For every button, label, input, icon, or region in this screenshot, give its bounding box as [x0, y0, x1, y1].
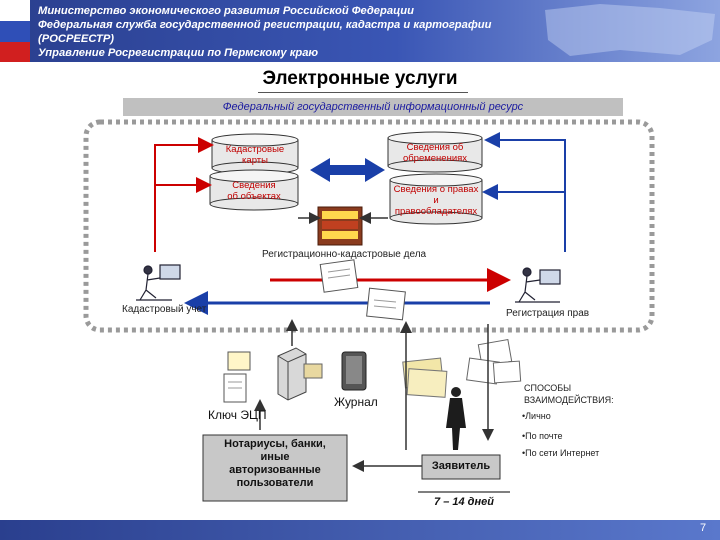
- blue-link-rights-encumbrances: [484, 132, 566, 252]
- server-icon: [277, 347, 323, 401]
- ways-item-personal: •Лично: [522, 411, 551, 421]
- encumbrances-line-2: обременениях: [402, 153, 468, 164]
- ecp-key-label: Ключ ЭЦП: [208, 408, 267, 422]
- header-bar: [0, 0, 720, 62]
- notaries-line-3: авторизованные: [229, 464, 321, 476]
- paper-stack-icon: [402, 357, 448, 398]
- red-link-cadastre-maps: [154, 137, 214, 252]
- notaries-line-2: иные: [260, 451, 290, 463]
- registration-files-label: Регистрационно-кадастровые дела: [262, 249, 427, 260]
- interaction-ways-title: СПОСОБЫ ВЗАИМОДЕЙСТВИЯ:: [524, 382, 614, 406]
- cadastral-maps-line-1: Кадастровые: [225, 144, 285, 155]
- rights-line-1: Сведения о правах: [393, 184, 479, 195]
- document-icon-2: [366, 287, 406, 321]
- notaries-label: Нотариусы, банки, иные авторизованные по…: [203, 438, 347, 490]
- cadastral-maps-line-2: карты: [242, 155, 268, 166]
- header-line-4: Управление Росрегистрации по Пермскому к…: [38, 47, 319, 59]
- page-number: 7: [700, 522, 707, 534]
- footer-bar: [0, 520, 720, 540]
- notaries-line-4: пользователи: [236, 477, 314, 489]
- page-title: Электронные услуги: [262, 68, 458, 89]
- rights-registration-label: Регистрация прав: [506, 308, 590, 319]
- federal-resource-banner: Федеральный государственный информационн…: [123, 98, 623, 116]
- encumbrances-label: Сведения об обременениях: [388, 142, 482, 164]
- notaries-line-1: Нотариусы, банки,: [224, 438, 326, 450]
- cadastral-account-label: Кадастровый учет: [122, 304, 207, 315]
- objects-database-icon: [209, 169, 299, 211]
- ways-item-mail: •По почте: [522, 431, 563, 441]
- header-line-3: (РОСРЕЕСТР): [38, 33, 115, 45]
- data-exchange-arrow: [310, 158, 385, 182]
- header-text: Министерство экономического развития Рос…: [38, 4, 491, 60]
- system-boundary-frame: [83, 119, 655, 333]
- encumbrances-database-icon: [387, 131, 483, 173]
- applicant-label: Заявитель: [431, 460, 491, 472]
- objects-line-2: об объектах: [227, 191, 281, 202]
- journal-icon: [341, 351, 367, 391]
- duration-label: 7 – 14 дней: [434, 496, 494, 508]
- title-underline: [258, 92, 468, 93]
- rights-line-2: и: [433, 195, 439, 206]
- rights-line-3: правообладателях: [394, 206, 478, 217]
- applicant-person-icon: [446, 387, 466, 450]
- russia-map-icon: [545, 4, 715, 56]
- applicant-box: [421, 454, 501, 480]
- cadastral-maps-label: Кадастровые карты: [212, 144, 298, 166]
- ecp-key-papers-icon: [223, 351, 251, 403]
- rights-database-icon: [389, 173, 483, 225]
- cadastral-maps-database-icon: [211, 133, 299, 175]
- russian-flag-icon: [0, 0, 30, 62]
- mail-letters-icon: [466, 338, 522, 385]
- document-icon-1: [319, 259, 359, 293]
- encumbrances-line-1: Сведения об: [406, 142, 464, 153]
- header-line-2: Федеральная служба государственной регис…: [38, 19, 492, 31]
- ways-title-line-2: ВЗАИМОДЕЙСТВИЯ:: [524, 395, 614, 405]
- ways-title-line-1: СПОСОБЫ: [524, 383, 572, 393]
- cadastral-officer-icon: [136, 264, 181, 301]
- rights-officer-icon: [515, 267, 561, 303]
- journal-label: Журнал: [334, 395, 378, 409]
- rights-label: Сведения о правах и правообладателях: [390, 184, 482, 217]
- objects-line-1: Сведения: [232, 180, 276, 191]
- ways-item-internet: •По сети Интернет: [522, 448, 600, 458]
- objects-label: Сведения об объектах: [210, 180, 298, 202]
- notaries-box: [202, 434, 348, 502]
- archive-cabinet-icon: [317, 206, 363, 246]
- header-line-1: Министерство экономического развития Рос…: [38, 5, 414, 17]
